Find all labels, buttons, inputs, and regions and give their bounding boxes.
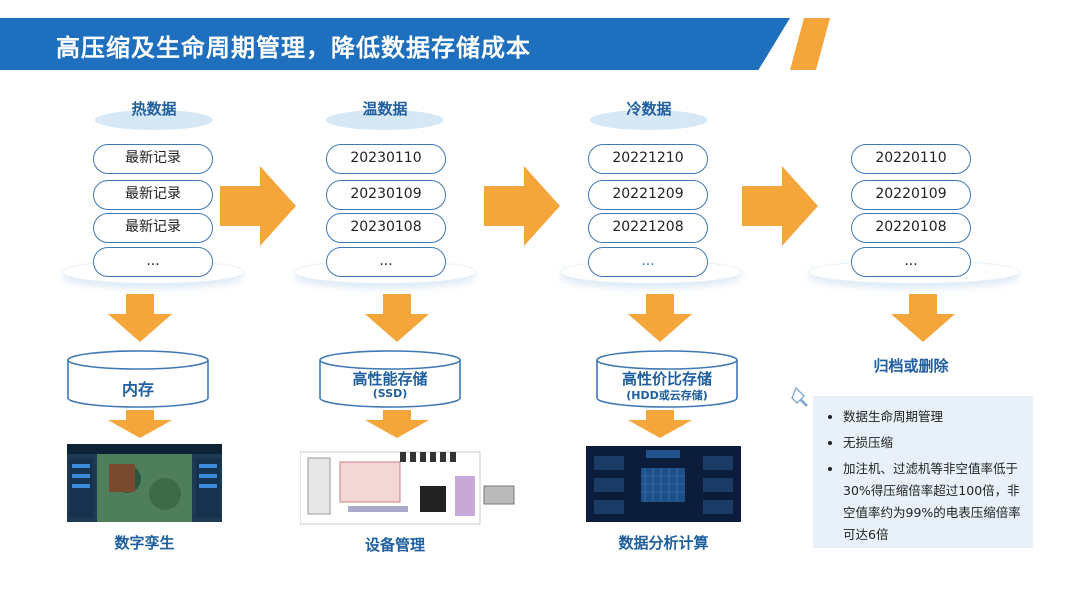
record-pill: 20230109 [326,180,446,210]
storage-cylinder [319,350,461,408]
down-arrow-icon [628,410,692,438]
tier-header-ellipse [590,110,708,130]
record-pill: 20220108 [851,213,971,243]
down-arrow-icon [108,410,172,438]
record-pill: ... [326,247,446,277]
storage-sub-hdd: (HDD或云存储) [626,389,708,402]
page-title: 高压缩及生命周期管理，降低数据存储成本 [56,34,531,62]
tier-label-warm: 温数据 [362,100,408,118]
note-item: 加注机、过滤机等非空值率低于30%得压缩倍率超过100倍，非空值率约为99%的电… [843,458,1025,546]
digital-twin-screenshot [67,444,222,522]
tier-header-ellipse [95,110,213,130]
caption-digital-twin: 数字孪生 [114,534,175,552]
pin-icon [791,386,808,407]
archive-label: 归档或删除 [873,357,949,375]
record-pill: 20220109 [851,180,971,210]
right-arrow-icon [220,166,296,246]
record-pill: 20221208 [588,213,708,243]
title-banner [0,18,790,70]
down-arrow-icon [891,294,955,342]
storage-label-memory: 内存 [121,380,154,399]
storage-cylinder [67,350,209,408]
down-arrow-icon [108,294,172,342]
tier-label-cold: 冷数据 [626,100,672,118]
record-pill: 最新记录 [93,180,213,210]
right-arrow-icon [484,166,560,246]
down-arrow-icon [365,410,429,438]
record-pill: 20230110 [326,144,446,174]
device-management-screenshot [300,451,515,525]
record-pill: 20230108 [326,213,446,243]
record-pill: ... [588,247,708,277]
record-pill: 20220110 [851,144,971,174]
title-accent-stripe [790,18,830,70]
right-arrow-icon [742,166,818,246]
caption-device-management: 设备管理 [364,536,425,554]
data-analysis-screenshot [586,446,741,522]
caption-data-analysis: 数据分析计算 [618,534,709,552]
down-arrow-icon [365,294,429,342]
record-pill: 20221209 [588,180,708,210]
storage-cylinder [596,350,738,408]
down-arrow-icon [628,294,692,342]
storage-label-hdd: 高性价比存储 [621,370,712,388]
record-pill: ... [851,247,971,277]
note-item: 无损压缩 [843,432,1025,454]
record-pill: ... [93,247,213,277]
note-item: 数据生命周期管理 [843,406,1025,428]
record-pill: 最新记录 [93,213,213,243]
notes-panel: 数据生命周期管理 无损压缩 加注机、过滤机等非空值率低于30%得压缩倍率超过10… [813,396,1033,548]
record-pill: 最新记录 [93,144,213,174]
storage-label-ssd: 高性能存储 [352,370,428,388]
tier-header-ellipse [326,110,444,130]
tier-label-hot: 热数据 [131,100,177,118]
record-pill: 20221210 [588,144,708,174]
storage-sub-ssd: (SSD) [372,387,408,400]
